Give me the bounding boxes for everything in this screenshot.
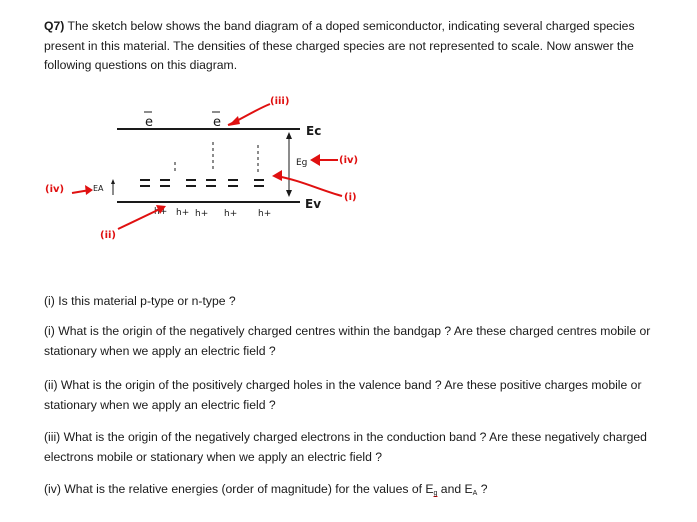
item-3: (iii) What is the origin of the negative…	[44, 430, 647, 464]
arrow-iv-left-head	[85, 185, 93, 195]
hole-symbol: h+	[195, 209, 208, 219]
electron-symbol: e	[213, 115, 221, 130]
tag-iv-right: (iv)	[339, 155, 358, 166]
item-4-mid: and E	[437, 482, 473, 496]
question-number: Q7)	[44, 19, 65, 33]
hole-symbol: h+	[176, 208, 189, 218]
question-intro: Q7) The sketch below shows the band diag…	[44, 17, 674, 76]
ea-arrow-head	[111, 179, 115, 184]
ea-subscript: A	[472, 490, 478, 497]
acceptor-level-dashes	[140, 179, 264, 187]
electron-symbol: e	[145, 115, 153, 130]
eg-subscript: g	[433, 490, 438, 497]
ev-label: Ev	[305, 197, 321, 211]
eg-label: Eg	[296, 158, 307, 168]
tag-iv-left: (iv)	[45, 184, 64, 195]
item-4-after: ?	[477, 482, 488, 496]
item-2: (ii) What is the origin of the positivel…	[44, 378, 642, 412]
arrow-i-head	[272, 170, 282, 181]
item-1: (i) What is the origin of the negatively…	[44, 324, 651, 358]
tag-i: (i)	[344, 192, 357, 203]
arrow-i	[275, 175, 343, 197]
item-0: (i) Is this material p-type or n-type ?	[44, 294, 236, 308]
item-4: (iv) What is the relative energies (orde…	[44, 480, 488, 504]
ec-label: Ec	[306, 124, 321, 138]
eg-arrow-head-down	[286, 190, 292, 197]
item-4-before: (iv) What is the relative energies (orde…	[44, 482, 434, 496]
ea-label: EA	[93, 184, 104, 193]
arrow-ii-head	[156, 205, 166, 214]
hole-symbol: h+	[258, 209, 271, 219]
tag-ii: (ii)	[100, 230, 116, 241]
arrow-iii-head	[228, 116, 240, 126]
tag-iii: (iii)	[270, 96, 289, 107]
arrow-ii	[117, 207, 163, 230]
hole-symbol: h+	[224, 209, 237, 219]
question-intro-text: The sketch below shows the band diagram …	[44, 19, 635, 72]
arrow-iv-right-head	[310, 154, 320, 166]
dotted-guides	[174, 142, 259, 172]
eg-arrow-head-up	[286, 132, 292, 139]
